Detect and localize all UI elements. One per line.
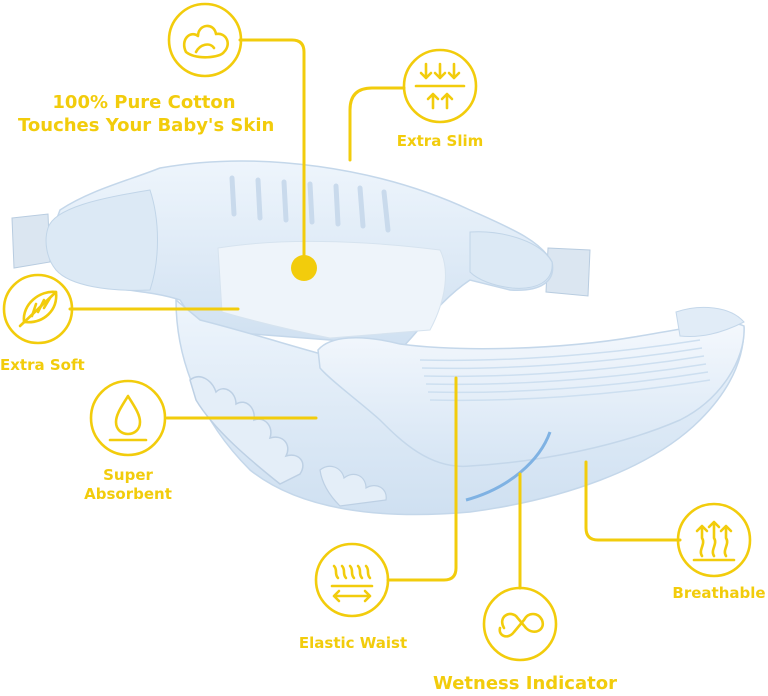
stretch-arrows-icon <box>314 542 390 618</box>
super-absorbent-line2: Absorbent <box>84 484 172 503</box>
wetness-indicator-line <box>465 431 552 502</box>
feather-icon <box>2 273 74 345</box>
leg-cuff-ruffles-2 <box>319 465 387 507</box>
leg-cuff-ruffles <box>189 376 304 485</box>
elastic-waist-stripes <box>419 339 711 402</box>
extra-slim-label: Extra Slim <box>396 132 484 150</box>
left-tape <box>11 213 51 269</box>
right-wing <box>469 231 553 289</box>
infinity-loop-icon <box>482 586 558 662</box>
super-absorbent-line1: Super <box>103 466 153 484</box>
diaper-front <box>317 322 745 468</box>
left-wing <box>45 189 158 291</box>
front-tip <box>675 306 745 337</box>
elastic-waist-label: Elastic Waist <box>298 634 408 652</box>
airflow-arrows-icon <box>676 502 752 578</box>
breathable-label: Breathable <box>672 584 766 602</box>
diaper <box>11 160 745 516</box>
pure-cotton-line2: Touches Your Baby's Skin <box>18 114 275 136</box>
pure-cotton-dot <box>291 255 317 281</box>
callout-lines <box>68 38 682 590</box>
super-absorbent-label: Super Absorbent <box>78 466 178 504</box>
pure-cotton-label: 100% Pure Cotton Touches Your Baby's Ski… <box>18 92 275 137</box>
waistband-ribs <box>229 175 391 233</box>
water-drop-icon <box>89 379 167 457</box>
pure-cotton-line1: 100% Pure Cotton <box>52 92 236 113</box>
compress-arrows-icon <box>402 48 478 124</box>
extra-soft-label: Extra Soft <box>0 356 85 374</box>
cotton-boll-icon <box>167 2 243 78</box>
wetness-indicator-label: Wetness Indicator <box>433 673 617 694</box>
